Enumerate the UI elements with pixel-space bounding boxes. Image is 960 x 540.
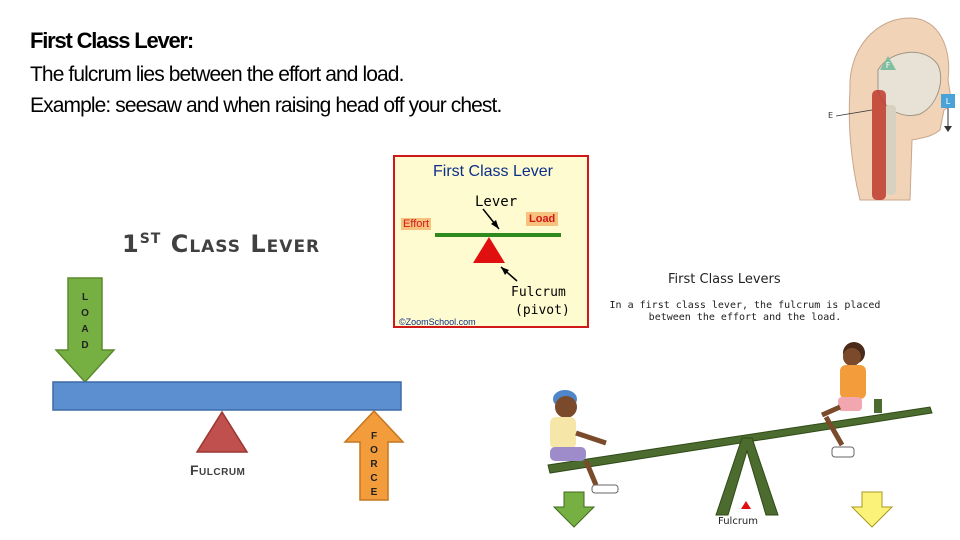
- title-superscript: ST: [139, 231, 162, 247]
- seesaw-stand: [715, 437, 779, 516]
- zoom-lever-drawing: [435, 208, 561, 282]
- example-line: Example: seesaw and when raising head of…: [30, 94, 502, 117]
- svg-text:L: L: [946, 97, 951, 106]
- lever-beam: [52, 381, 402, 411]
- zoom-title: First Class Lever: [432, 163, 554, 180]
- zoom-lever-label: Lever: [475, 194, 518, 210]
- load-label: L O A D: [81, 292, 89, 351]
- zoom-fulcrum-triangle: [473, 237, 505, 263]
- girl-figure: [820, 342, 882, 458]
- fulcrum-triangle: [195, 410, 249, 453]
- seesaw-fulcrum-label: Fulcrum: [718, 516, 759, 527]
- basic-lever-diagram: [52, 277, 405, 501]
- seesaw-title: First Class Levers: [668, 272, 781, 287]
- effort-arrow-green: [552, 491, 596, 528]
- force-arrow: [343, 409, 405, 501]
- zoom-lever-panel: First Class Lever Lever Effort Load Fulc…: [393, 155, 589, 328]
- basic-lever-title: 1ST Class Lever: [122, 230, 320, 258]
- seesaw-plank: [547, 406, 933, 474]
- title-block: First Class Lever: The fulcrum lies betw…: [30, 28, 630, 124]
- zoom-copyright: ©ZoomSchool.com: [399, 317, 476, 327]
- load-arrow: [54, 277, 116, 384]
- title-text: Class Lever: [170, 230, 321, 258]
- title-number: 1: [122, 230, 140, 258]
- load-arrow-yellow: [850, 491, 894, 528]
- force-label: F O R C E: [370, 431, 378, 498]
- svg-text:E: E: [828, 111, 833, 120]
- seesaw-fulcrum-marker: [741, 501, 751, 509]
- definition-line: The fulcrum lies between the effort and …: [30, 63, 404, 86]
- zoom-effort-label: Effort: [401, 218, 432, 230]
- slide-title: First Class Lever:: [30, 28, 194, 53]
- seesaw-description: In a first class lever, the fulcrum is p…: [609, 300, 881, 323]
- fulcrum-label: Fulcrum: [190, 462, 246, 478]
- seesaw-illustration: [547, 342, 933, 528]
- svg-text:F: F: [886, 61, 891, 70]
- head-lever-illustration: F L E: [828, 17, 955, 201]
- boy-figure: [550, 390, 619, 494]
- zoom-load-label: Load: [526, 212, 559, 226]
- zoom-fulcrum-label: Fulcrum (pivot): [511, 285, 570, 318]
